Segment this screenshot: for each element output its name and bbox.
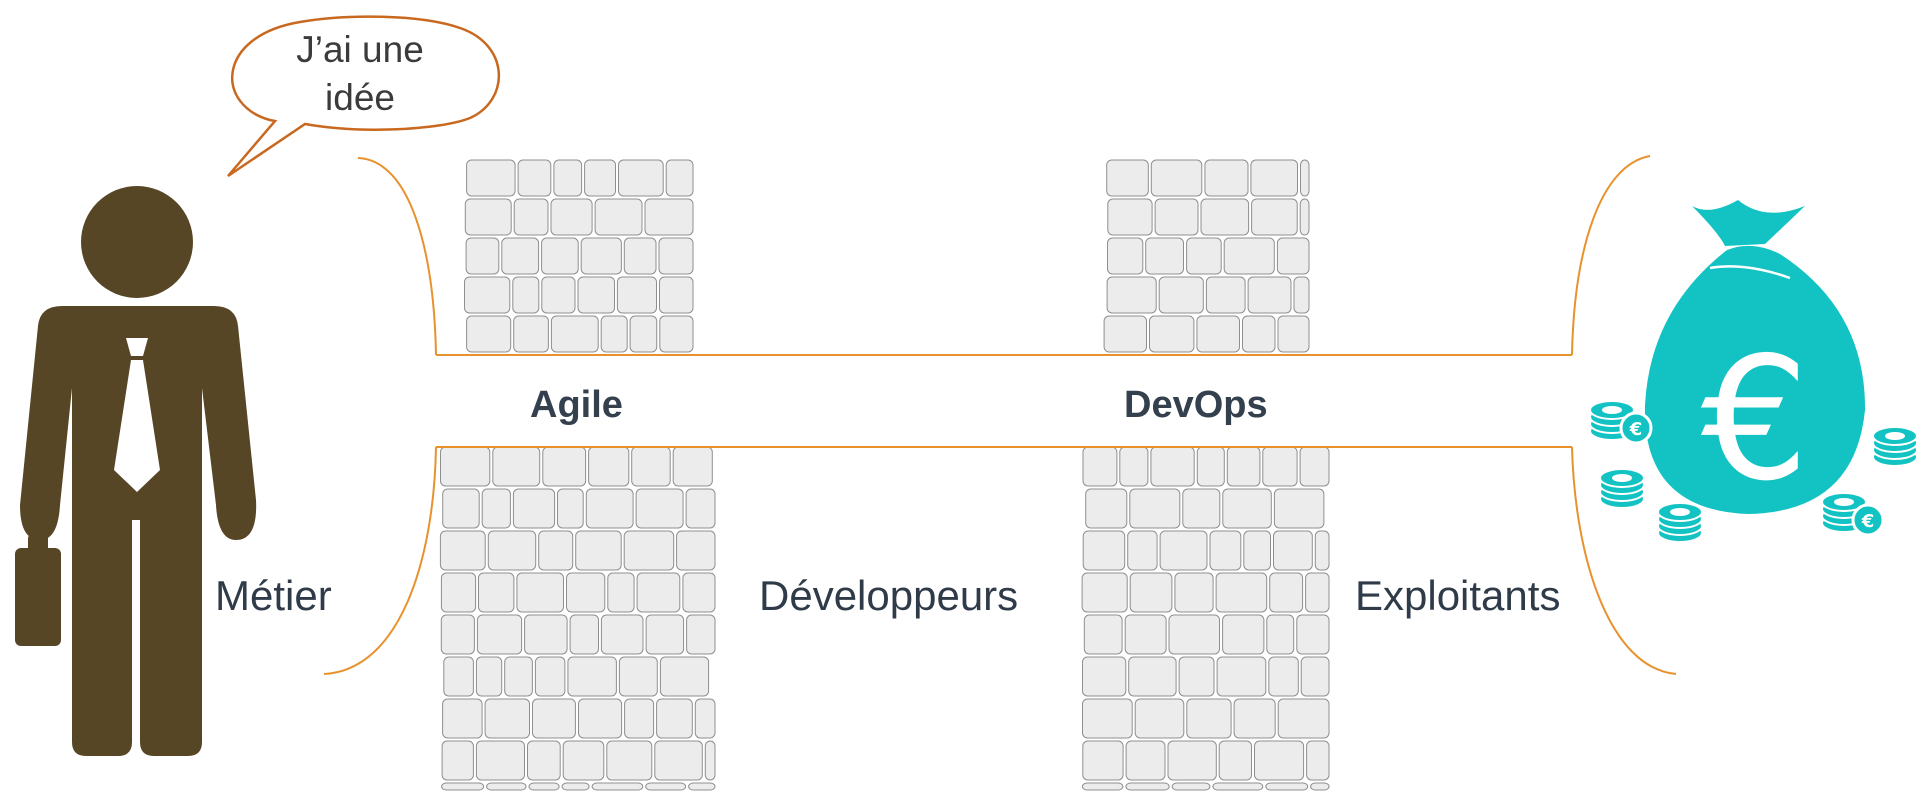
bridge-lines	[436, 354, 1572, 448]
label-exploitants: Exploitants	[1355, 572, 1561, 619]
label-metier: Métier	[215, 572, 332, 619]
coin-stack-icon: €	[1589, 400, 1653, 445]
label-developpeurs: Développeurs	[759, 572, 1019, 619]
coin-stacks: €€	[1589, 400, 1918, 543]
wall-devops-top	[1103, 159, 1310, 353]
coin-stack-icon	[1657, 502, 1703, 543]
wall-agile-bottom	[439, 446, 716, 791]
coin-stack-icon	[1872, 426, 1918, 467]
euro-symbol: €	[1701, 321, 1809, 519]
svg-text:€: €	[1629, 419, 1643, 440]
speech-bubble	[227, 15, 501, 178]
wall-devops-bottom	[1081, 446, 1330, 791]
coin-stack-icon: €	[1821, 492, 1885, 537]
bracket-left	[323, 157, 437, 675]
coin-stack-icon	[1599, 468, 1645, 509]
stone-walls	[439, 159, 1330, 791]
speech-bubble-line-1: J’ai une	[296, 29, 424, 70]
speech-bubble-text: J’ai une idée	[262, 26, 458, 122]
svg-text:€: €	[1861, 511, 1875, 532]
bracket-right	[1571, 155, 1677, 675]
speech-bubble-line-2: idée	[325, 77, 395, 118]
label-devops: DevOps	[1124, 384, 1268, 426]
money-bag-euro-icon	[1644, 200, 1866, 515]
wall-agile-top	[464, 159, 694, 353]
tie-icon	[114, 338, 160, 492]
label-agile: Agile	[530, 384, 623, 426]
businessman-icon	[15, 186, 257, 756]
